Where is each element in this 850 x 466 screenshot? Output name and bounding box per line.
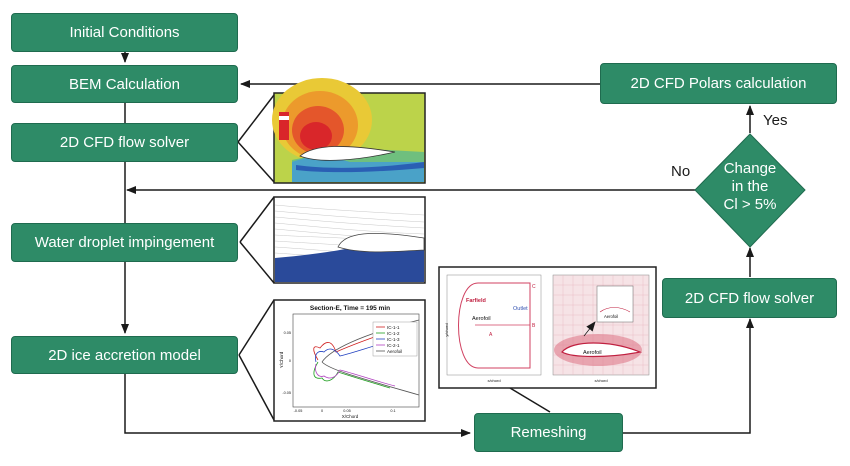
remeshing-box: Remeshing (474, 413, 623, 452)
ice-curve-ic11 (313, 334, 381, 361)
cfd-flow-solver-left-label: 2D CFD flow solver (59, 134, 190, 151)
ice-plot-title: Section-E, Time = 195 min (310, 305, 390, 312)
ice-plot-xlabel: X/Chord (342, 414, 359, 419)
ice-curve-ic13 (315, 339, 396, 363)
ice-legend-3: IC-1-3 (387, 337, 400, 342)
mesh-point-b: B (532, 323, 536, 329)
decision-diamond (694, 133, 806, 248)
initial-conditions-box: Initial Conditions (11, 13, 238, 52)
mesh-zoom-aerofoil (561, 342, 643, 358)
callout-line-water-b (239, 241, 275, 284)
callout-line-ice-b (238, 354, 275, 421)
no-label: No (671, 163, 691, 180)
mesh-zoom-xlabel: x/chord (594, 378, 607, 383)
mesh-point-a: A (489, 332, 493, 338)
ice-xtick-3: 0.05 (343, 409, 350, 413)
ice-xtick-1: -0.05 (294, 409, 303, 413)
ice-ytick-2: 0 (289, 359, 291, 363)
ice-curve-ic21 (315, 363, 396, 387)
ice-xtick-2: 0 (321, 409, 323, 413)
decision-text: Change in the Cl > 5% (705, 160, 795, 214)
callout-line-ice (238, 299, 275, 356)
bem-calculation-label: BEM Calculation (69, 75, 180, 93)
cfd-flow-solver-right-label: 2D CFD flow solver (684, 289, 815, 307)
yes-label: Yes (763, 112, 788, 129)
ice-ytick-1: 0.05 (284, 331, 291, 335)
mesh-ylabel: y/chord (444, 323, 449, 336)
remeshing-label: Remeshing (510, 424, 587, 441)
ice-ytick-3: -0.05 (282, 391, 291, 395)
callout-line-water (239, 196, 275, 243)
mesh-inset (596, 285, 634, 323)
mesh-point-c: C (532, 284, 536, 290)
domain-boundary (458, 282, 531, 369)
water-droplet-box: Water droplet impingement (11, 223, 238, 262)
callout-line-cfd-b (237, 141, 275, 183)
cfd-polars-label: 2D CFD Polars calculation (630, 75, 807, 92)
decision-line-3: Cl > 5% (723, 196, 777, 213)
arrow-ice-to-remesh (124, 374, 471, 437)
ice-xtick-4: 0.1 (390, 409, 395, 413)
water-droplet-label: Water droplet impingement (34, 234, 215, 251)
ice-accretion-label: 2D ice accretion model (48, 346, 201, 364)
ice-legend-2: IC-1-2 (387, 331, 400, 336)
callout-line-cfd (237, 94, 275, 143)
ice-accretion-box: 2D ice accretion model (11, 336, 238, 374)
bem-calculation-box: BEM Calculation (11, 65, 238, 103)
mesh-farfield-label: Farfield (466, 298, 486, 304)
decision-line-1: Change (723, 160, 777, 177)
cfd-polars-box: 2D CFD Polars calculation (600, 63, 837, 104)
ice-legend-1: IC-1-1 (387, 325, 400, 330)
ice-accretion-chart: Section-E, Time = 195 min Y/Chord X/Chor… (273, 299, 426, 422)
mesh-outlet-label: Outlet (513, 306, 528, 312)
callout-line-mesh (509, 387, 551, 413)
mesh-zoom-label: Aerofoil (583, 350, 602, 356)
cfd-flow-solver-left-box: 2D CFD flow solver (11, 123, 238, 162)
cfd-flow-panel (272, 78, 426, 184)
water-droplet-panel (273, 196, 426, 284)
decision-line-2: in the (731, 178, 769, 195)
mesh-inset-label: Aerofoil (604, 314, 618, 319)
ice-plot-ylabel: Y/Chord (279, 351, 284, 368)
connectors (121, 52, 754, 437)
mesh-xlabel: x/chord (487, 378, 500, 383)
cfd-flow-solver-right-box: 2D CFD flow solver (662, 278, 837, 318)
ice-curve-ic12 (313, 361, 391, 389)
mesh-aerofoil-label: Aerofoil (472, 316, 491, 322)
mesh-panel: Farfield Outlet Aerofoil A B C y/chord x… (438, 266, 657, 389)
ice-legend-4: IC-2-1 (387, 343, 400, 348)
ice-legend-5: Aerofoil (387, 349, 402, 354)
arrow-remesh-to-cfd-right (623, 318, 754, 434)
initial-conditions-label: Initial Conditions (69, 24, 180, 41)
